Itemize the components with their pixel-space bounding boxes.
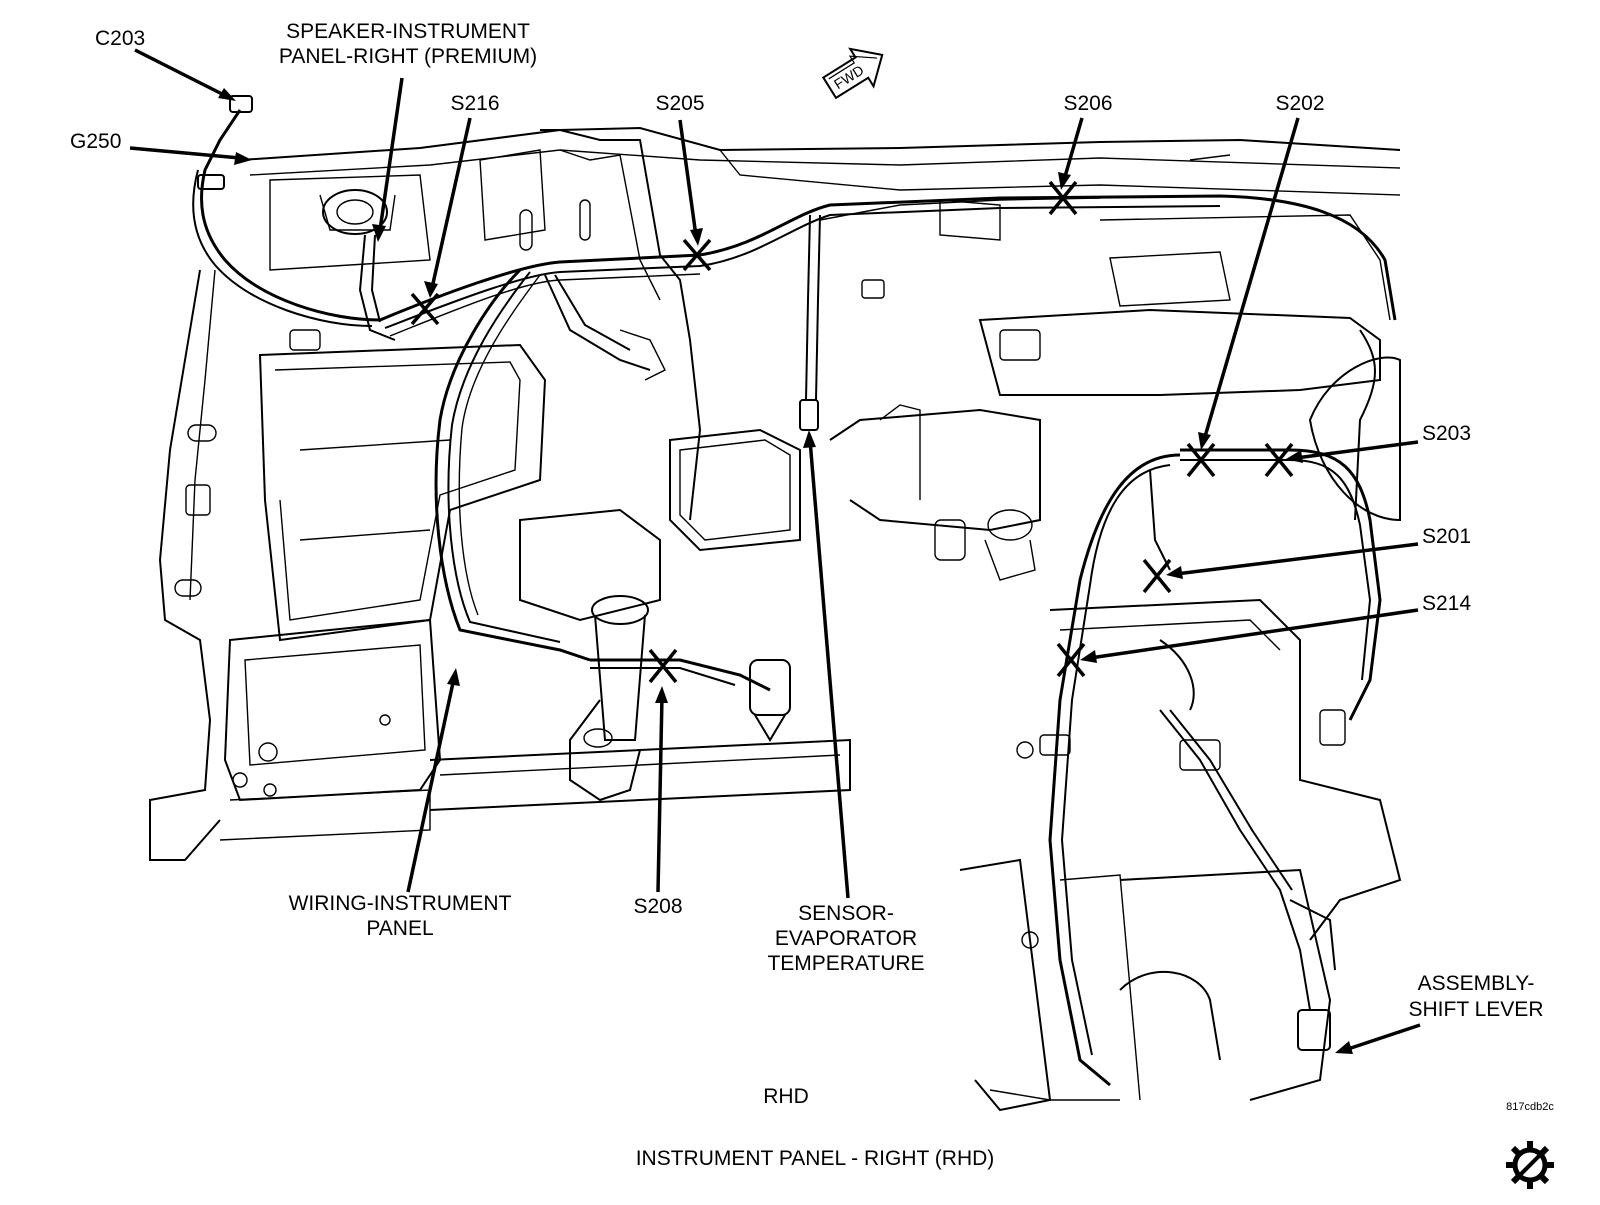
splice-markers (410, 180, 1294, 684)
splice-s214-mark (1056, 642, 1086, 678)
callout-labels: C203 G250 SPEAKER-INSTRUMENT PANEL-RIGHT… (70, 20, 1554, 1170)
label-wiring-line2: PANEL (366, 917, 433, 940)
label-wiring-line1: WIRING-INSTRUMENT (289, 892, 512, 915)
splice-s203-mark (1264, 442, 1294, 478)
splice-s202-mark (1186, 442, 1216, 478)
panel-structure (149, 126, 1402, 1112)
label-code: 817cdb2c (1506, 1101, 1554, 1113)
label-s201: S201 (1422, 525, 1471, 548)
leader-lines (129, 48, 1421, 1054)
label-sensor-line3: TEMPERATURE (767, 952, 924, 975)
splice-s201-mark (1142, 558, 1172, 594)
wiring-harness (192, 95, 1397, 1087)
label-shift-line2: SHIFT LEVER (1409, 998, 1544, 1021)
label-s205: S205 (655, 92, 704, 115)
splice-s205-mark (682, 238, 712, 272)
caption: INSTRUMENT PANEL - RIGHT (RHD) (636, 1147, 995, 1170)
splice-s208-mark (648, 648, 678, 684)
label-s208: S208 (633, 895, 682, 918)
label-s202: S202 (1275, 92, 1324, 115)
label-s203: S203 (1422, 422, 1471, 445)
label-speaker-line2: PANEL-RIGHT (PREMIUM) (279, 45, 537, 68)
gear-icon (1506, 1141, 1554, 1189)
label-sensor-line2: EVAPORATOR (775, 927, 917, 950)
fwd-arrow-icon: FWD (821, 47, 884, 100)
label-c203: C203 (95, 27, 145, 50)
label-g250: G250 (70, 130, 121, 153)
label-speaker-line1: SPEAKER-INSTRUMENT (286, 20, 530, 43)
label-rhd: RHD (763, 1085, 809, 1108)
label-s214: S214 (1422, 592, 1471, 615)
splice-s206-mark (1048, 180, 1078, 216)
label-shift-line1: ASSEMBLY- (1418, 972, 1535, 995)
splice-s216-mark (410, 292, 440, 326)
label-sensor-line1: SENSOR- (798, 902, 894, 925)
label-s216: S216 (450, 92, 499, 115)
label-s206: S206 (1063, 92, 1112, 115)
